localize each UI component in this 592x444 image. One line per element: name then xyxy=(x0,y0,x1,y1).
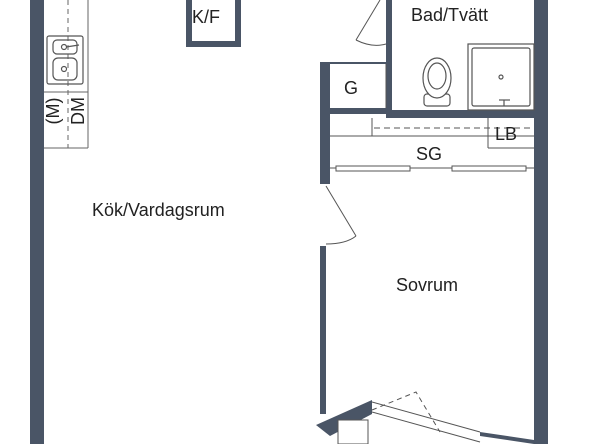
door-swing-icon xyxy=(325,185,357,245)
right-outer-wall xyxy=(534,0,548,444)
bedroom-left-wall xyxy=(320,246,326,414)
room-label-wardrobe: SG xyxy=(416,144,443,164)
appliance-label-dishwasher: DM xyxy=(68,97,88,125)
appliance-label-microwave: (M) xyxy=(43,97,63,125)
room-label-linen-closet: LB xyxy=(495,124,518,144)
room-label-kitchen-living: Kök/Vardagsrum xyxy=(92,200,225,220)
fridge-freezer-box xyxy=(186,0,241,47)
shower-icon xyxy=(467,43,535,111)
balcony-door xyxy=(316,391,534,444)
wardrobe xyxy=(330,118,534,172)
bathroom-walls xyxy=(386,0,534,118)
room-label-bedroom: Sovrum xyxy=(396,275,459,295)
room-label-cabinet: G xyxy=(344,78,359,98)
room-label-bath-laundry: Bad/Tvätt xyxy=(411,5,489,25)
outer-walls xyxy=(30,0,548,444)
toilet-icon xyxy=(422,57,452,107)
kitchen-counter xyxy=(44,0,89,149)
cabinet-box xyxy=(320,62,387,184)
room-label-fridge-freezer: K/F xyxy=(192,7,221,27)
kitchen-sink-icon xyxy=(46,35,84,85)
door-swing-icon xyxy=(355,0,387,46)
left-outer-wall xyxy=(30,0,44,444)
